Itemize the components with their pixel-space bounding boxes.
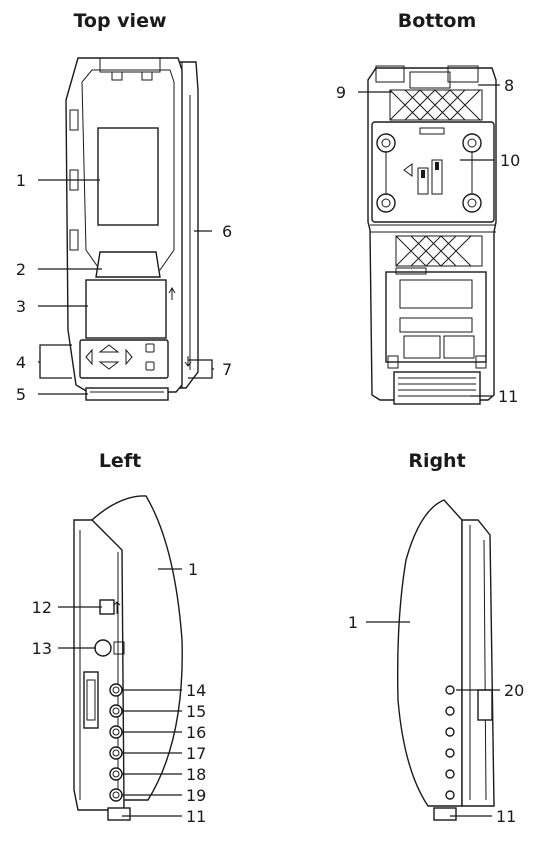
- gas-port-column: [109, 683, 123, 802]
- callout-13: 13: [32, 639, 52, 658]
- callout-8: 8: [504, 76, 514, 95]
- callout-12: 12: [32, 598, 52, 617]
- right-view-device: [396, 499, 495, 821]
- upper-vent-mesh: [389, 89, 483, 121]
- leader-lines: [38, 84, 500, 817]
- left-view-device: [73, 495, 183, 821]
- callout-10: 10: [500, 151, 520, 170]
- callout-4: 4: [16, 353, 26, 372]
- callout-5: 5: [16, 385, 26, 404]
- callout-1-left: 1: [188, 560, 198, 579]
- callout-numbers: 1 2 3 4 5 6 7 8 9 10 11 1 12 13 14 15 16…: [16, 76, 525, 826]
- callout-14: 14: [186, 681, 206, 700]
- callout-20: 20: [504, 681, 524, 700]
- callout-11-left: 11: [186, 807, 206, 826]
- callout-17: 17: [186, 744, 206, 763]
- callout-2: 2: [16, 260, 26, 279]
- title-right-view: Right: [408, 450, 465, 472]
- title-bottom-view: Bottom: [398, 10, 477, 32]
- title-top-view: Top view: [73, 10, 166, 32]
- callout-11-bottom: 11: [498, 387, 518, 406]
- callout-19: 19: [186, 786, 206, 805]
- top-view-device: [65, 57, 199, 401]
- callout-7: 7: [222, 360, 232, 379]
- callout-11-right: 11: [496, 807, 516, 826]
- callout-9: 9: [336, 83, 346, 102]
- callout-1-top: 1: [16, 171, 26, 190]
- lower-vent-mesh: [395, 235, 483, 267]
- callout-18: 18: [186, 765, 206, 784]
- callout-16: 16: [186, 723, 206, 742]
- callout-3: 3: [16, 297, 26, 316]
- callout-6: 6: [222, 222, 232, 241]
- bottom-view-device: [367, 65, 497, 405]
- callout-15: 15: [186, 702, 206, 721]
- callout-1-right: 1: [348, 613, 358, 632]
- title-left-view: Left: [99, 450, 141, 472]
